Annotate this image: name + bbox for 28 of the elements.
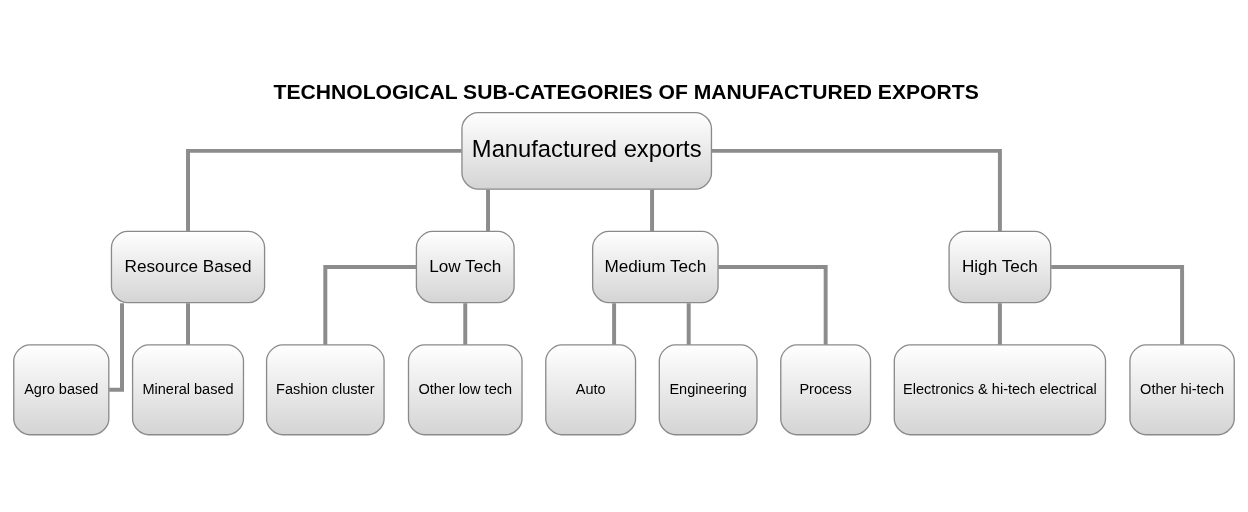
node-box: Manufactured exports xyxy=(461,111,713,190)
node-box: Resource Based xyxy=(110,230,266,303)
node-box: Electronics & hi-tech electrical xyxy=(893,343,1107,435)
connector xyxy=(463,302,468,345)
node-box: Low Tech xyxy=(415,230,515,303)
node-box: Engineering xyxy=(658,343,758,435)
connector xyxy=(997,302,1002,345)
node-box: Fashion cluster xyxy=(265,343,385,435)
node-box: Auto xyxy=(545,343,637,435)
connector xyxy=(1051,264,1185,345)
node-box: Medium Tech xyxy=(592,230,719,303)
connector xyxy=(323,264,417,345)
connector xyxy=(109,302,124,392)
node-box: Other hi-tech xyxy=(1129,343,1235,435)
diagram-title: TECHNOLOGICAL SUB-CATEGORIES OF MANUFACTURED EXPORTS xyxy=(273,79,979,103)
node-box: Process xyxy=(780,343,872,435)
connector xyxy=(486,189,490,231)
node-box: Agro based xyxy=(13,343,110,435)
connector xyxy=(711,148,1002,231)
connector xyxy=(686,302,691,345)
connector xyxy=(718,264,828,345)
connector xyxy=(186,148,462,231)
node-box: Other low tech xyxy=(407,343,523,435)
connector xyxy=(650,189,655,231)
connector xyxy=(186,302,190,345)
node-box: High Tech xyxy=(948,230,1052,303)
connector xyxy=(612,302,617,345)
node-box: Mineral based xyxy=(131,343,245,435)
